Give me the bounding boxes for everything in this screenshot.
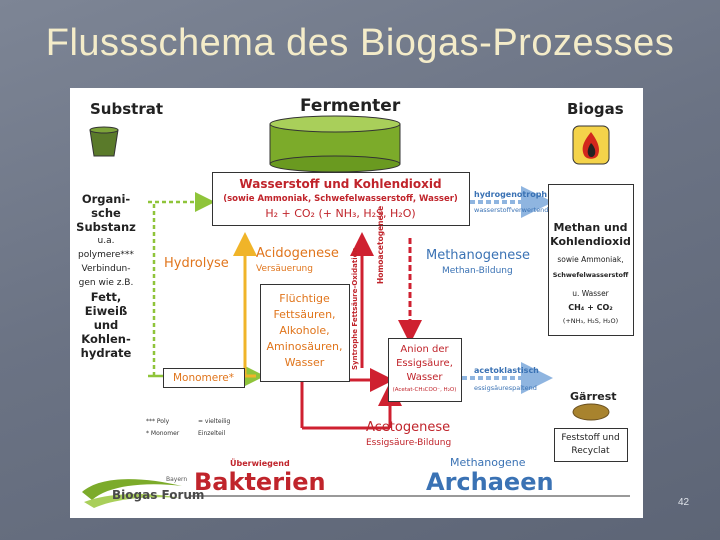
versaeuerung-label: Versäuerung <box>256 264 313 274</box>
anion-line: Essigsäure, <box>396 358 453 369</box>
logo-name: Biogas Forum <box>112 488 205 502</box>
diagram-graphics <box>82 115 630 508</box>
substrate-line: u.a. <box>97 236 115 246</box>
acetogenese-label: Acetogenese <box>366 420 451 435</box>
flame-icon <box>572 125 610 165</box>
gaerrest-line: Recyclat <box>571 446 610 456</box>
essigsaeure-bildung-label: Essigsäure-Bildung <box>366 438 452 448</box>
acidogenese-label: Acidogenese <box>256 246 339 261</box>
digestate-pile-icon <box>572 403 610 421</box>
substrate-line: sche <box>91 206 121 220</box>
anion-box: Anion der Essigsäure, Wasser (Acetat-CH₃… <box>388 338 462 402</box>
acetoklastisch-sublabel: essigsäurespaltend <box>474 384 537 392</box>
substrate-line: hydrate <box>80 346 132 360</box>
substrate-line: Organi- <box>81 192 131 206</box>
monomere-box: Monomere* <box>163 368 245 388</box>
homoacetogenese-label: Homoacetogenese <box>376 205 385 284</box>
gaerrest-line: Feststoff und <box>561 433 620 443</box>
footnote-mono-value: Einzelteil <box>198 430 226 437</box>
acetoklastisch-label: acetoklastisch <box>474 366 539 375</box>
gaerrest-title: Gärrest <box>570 390 617 403</box>
hydrogen-co2-formula: H₂ + CO₂ (+ NH₃, H₂S, H₂O) <box>265 207 416 220</box>
fluechtige-line: Aminosäuren, <box>266 340 343 353</box>
page-number: 42 <box>678 497 690 508</box>
flow-diagram: Substrat Fermenter Biogas Organi- sche S… <box>70 88 643 518</box>
methane-formula: CH₄ + CO₂ <box>568 303 613 312</box>
substrate-bucket-icon <box>89 126 119 157</box>
hydrogen-co2-title: Wasserstoff und Kohlendioxid <box>239 177 442 191</box>
substrate-line: Verbindun- <box>81 264 131 274</box>
slide-title: Flussschema des Biogas-Prozesses <box>45 22 675 64</box>
anion-text: Anion der Essigsäure, Wasser <box>389 343 460 385</box>
methane-line: Methan und <box>553 221 628 234</box>
bakterien-label: Bakterien <box>194 468 326 496</box>
biogas-header: Biogas <box>567 100 624 118</box>
biogas-forum-logo-icon <box>82 479 182 508</box>
syntrophe-label: Syntrophe Fettsäure-Oxidation <box>351 247 359 370</box>
fluechtige-line: Flüchtige <box>279 292 330 305</box>
methane-box: Methan und Kohlendioxid sowie Ammoniak, … <box>548 184 634 336</box>
fluechtige-line: Fettsäuren, <box>273 308 336 321</box>
hydrogenotroph-sublabel: wasserstoffverwertend <box>474 206 549 214</box>
methane-title: Methan und Kohlendioxid <box>549 221 632 249</box>
methanogene-label: Methanogene <box>450 456 526 469</box>
hydrolyse-label: Hydrolyse <box>164 256 229 271</box>
anion-line: Anion der <box>400 344 449 355</box>
hydrogen-co2-box: Wasserstoff und Kohlendioxid (sowie Ammo… <box>212 172 470 226</box>
methane-line: u. Wasser <box>572 289 609 298</box>
methane-line: Schwefelwasserstoff <box>552 271 629 279</box>
fermenter-header: Fermenter <box>300 96 401 116</box>
fermenter-tank-icon <box>269 115 401 173</box>
substrate-line: gen wie z.B. <box>78 278 134 288</box>
methane-line: Kohlendioxid <box>550 235 631 248</box>
anion-line: Wasser <box>406 372 443 383</box>
gaerrest-text: Feststoff und Recyclat <box>555 432 626 458</box>
methanogenese-label: Methanogenese <box>426 248 530 263</box>
hydrogen-co2-subtitle: (sowie Ammoniak, Schwefelwasserstoff, Wa… <box>223 194 458 204</box>
substrat-header: Substrat <box>90 100 164 118</box>
substrate-label: Organi- sche Substanz u.a. polymere*** V… <box>74 192 138 360</box>
footnote-poly-key: *** Poly <box>146 418 170 425</box>
substrate-line: und <box>93 318 119 332</box>
fluechtige-line: Wasser <box>284 356 325 369</box>
fluechtige-box: Flüchtige Fettsäuren, Alkohole, Aminosäu… <box>260 284 350 382</box>
archaeen-label: Archaeen <box>426 468 554 496</box>
substrate-line: Kohlen- <box>81 332 131 346</box>
hydrogenotroph-label: hydrogenotroph <box>474 190 548 199</box>
substrate-line: polymere*** <box>78 250 134 260</box>
methane-line: sowie Ammoniak, <box>557 255 624 264</box>
ueberwiegend-label: Überwiegend <box>230 459 290 468</box>
methane-formula-sub: (+NH₃, H₂S, H₂O) <box>562 317 619 325</box>
footnote-poly-value: = vielteilig <box>198 418 231 425</box>
fluechtige-line: Alkohole, <box>279 324 330 337</box>
substrate-line: Eiweiß <box>84 304 128 318</box>
logo-bayern: Bayern <box>166 476 188 483</box>
methan-bildung-label: Methan-Bildung <box>442 266 513 276</box>
fluechtige-text: Flüchtige Fettsäuren, Alkohole, Aminosäu… <box>261 291 348 371</box>
substrate-line: Substanz <box>76 220 136 234</box>
substrate-line: Fett, <box>90 290 122 304</box>
anion-formula: (Acetat-CH₃COO⁻, H₂O) <box>392 387 457 393</box>
footnote-mono-key: * Monomer <box>146 430 180 437</box>
monomere-label: Monomere* <box>172 372 235 384</box>
gaerrest-box: Feststoff und Recyclat <box>554 428 628 462</box>
